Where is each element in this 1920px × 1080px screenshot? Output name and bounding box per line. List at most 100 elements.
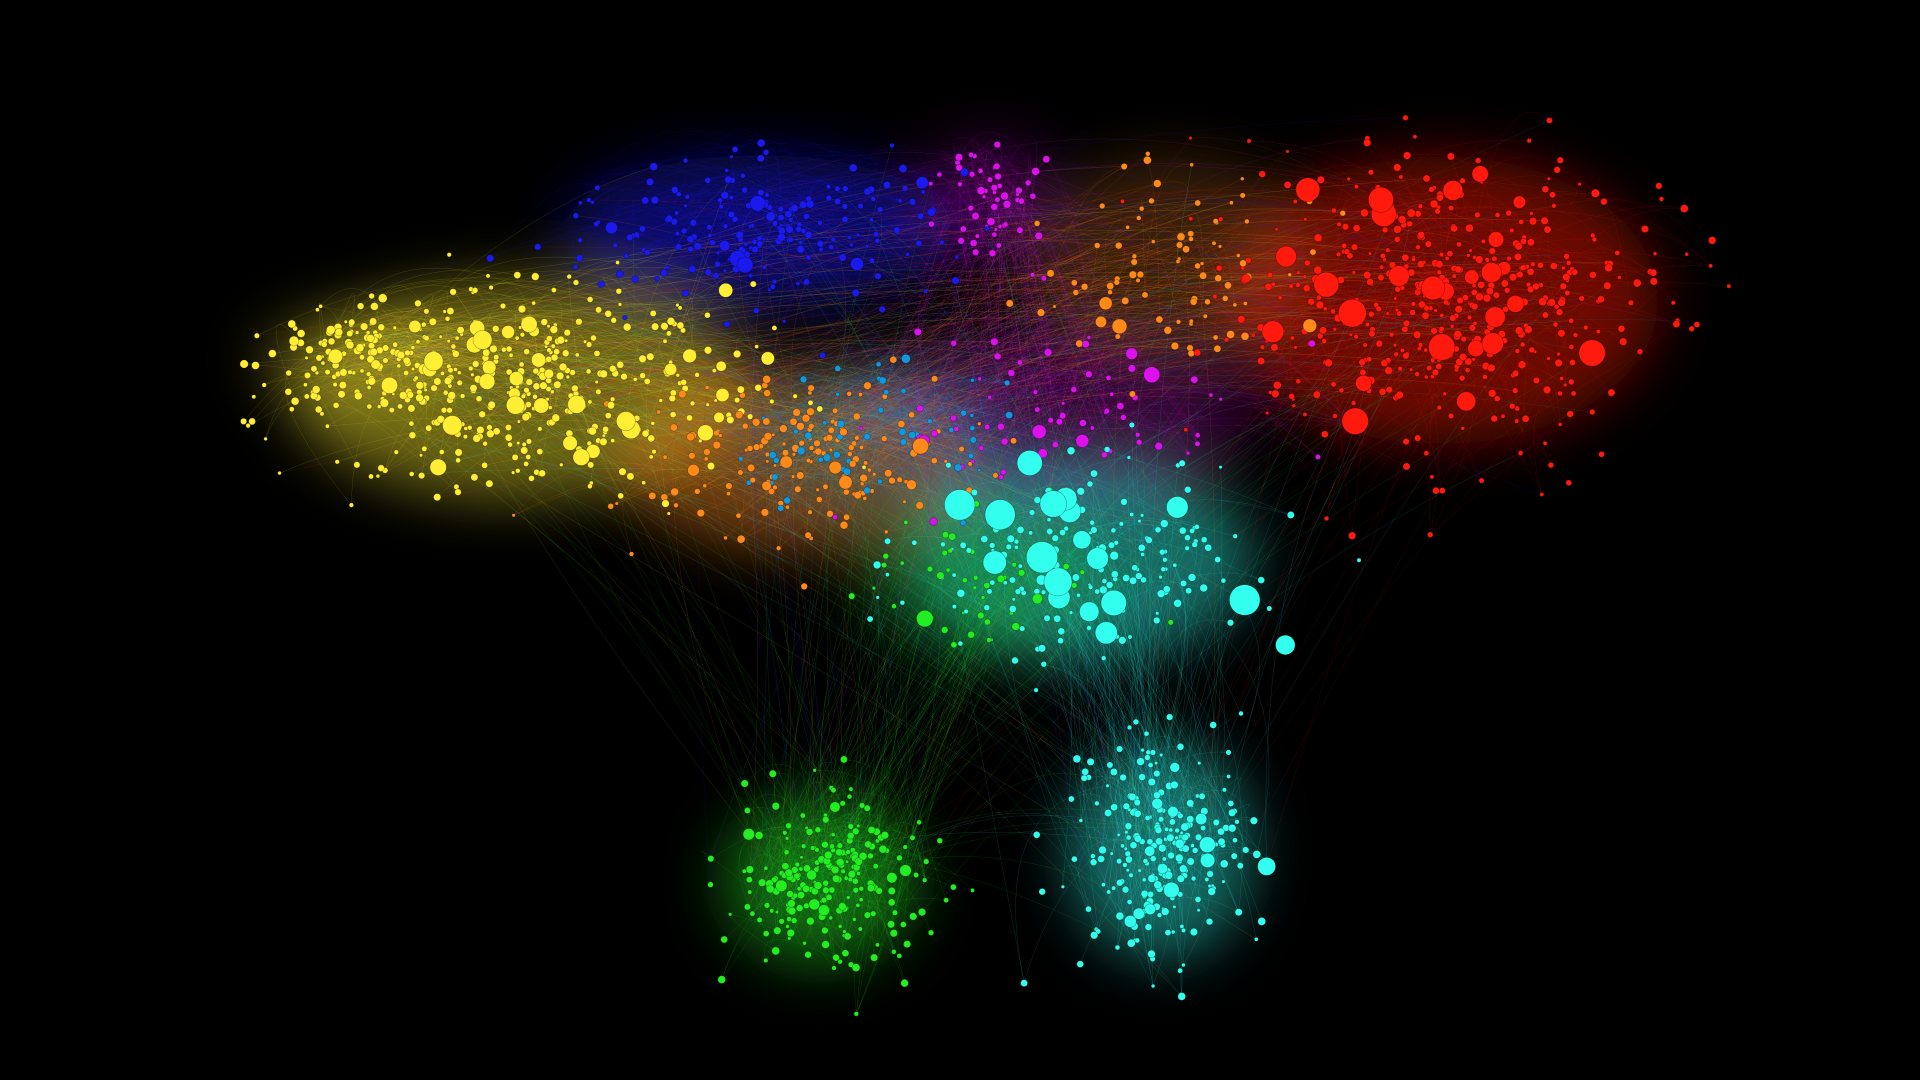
graph-node-yellow [455,457,461,464]
graph-node-red [1607,388,1616,397]
graph-edge [1038,235,1136,398]
graph-node-green [743,903,751,911]
graph-node-red [1628,299,1634,306]
graph-node-yellow [769,398,775,405]
graph-node-cyan [1105,581,1114,589]
graph-edge [674,215,873,261]
graph-edge [1333,254,1353,536]
graph-edge [785,406,832,451]
graph-node-blue [920,189,926,195]
graph-node-cyan [1180,579,1188,587]
graph-edge [1031,171,1051,421]
graph-node-blue [817,220,823,226]
graph-node-cyan [1174,838,1185,849]
graph-node-sky [1005,411,1013,419]
graph-edge [1029,462,1270,609]
graph-node-green [899,560,905,566]
graph-node-green [1167,619,1174,626]
graph-edge [320,269,518,344]
graph-edge [919,280,956,913]
graph-node-cyan [1057,627,1066,636]
graph-edge [974,155,1313,344]
graph-edge [520,267,1243,411]
graph-node-red [1453,330,1462,339]
graph-node-cyan [899,600,906,606]
graph-edge [938,166,1125,432]
graph-node-sky [969,436,977,444]
graph-node-blue [954,254,959,260]
graph-edge [742,391,851,455]
graph-node-blue [762,265,767,270]
graph-node-magenta [993,227,998,232]
graph-node-yellow [303,393,310,400]
graph-node-red [1551,203,1557,209]
graph-edge [878,364,966,509]
graph-edge [716,286,1085,446]
graph-node-cyan [1057,637,1064,645]
graph-node-orange [1106,282,1115,290]
graph-node-green [806,869,817,881]
graph-node-yellow [486,429,495,438]
graph-node-yellow [475,395,483,403]
graph-node-red [1617,325,1626,333]
graph-node-yellow [546,324,551,329]
graph-edge [783,417,799,450]
graph-node-cyan [1133,798,1141,807]
graph-edge [849,391,914,454]
graph-node-blue [825,194,832,202]
graph-node-green [887,920,895,929]
graph-node-cyan [980,535,989,543]
graph-node-yellow [415,381,425,390]
graph-node-orange [1244,218,1250,225]
graph-node-blue [927,208,936,217]
graph-node-red [1413,330,1422,339]
graph-node-red [1435,260,1444,269]
graph-node-red [1547,461,1555,469]
graph-node-green [717,975,726,984]
graph-edge [1021,465,1178,629]
graph-edge [997,199,1111,452]
graph-node-green [832,874,841,883]
graph-edge [1191,580,1224,845]
graph-node-red [1351,270,1356,275]
graph-edge [973,209,1016,244]
graph-node-blue [707,233,713,238]
graph-edge [792,456,920,506]
graph-node-sky [967,452,974,459]
graph-edge [1451,206,1524,274]
graph-node-red [1477,281,1486,289]
graph-node-magenta [928,220,935,228]
graph-node-green [808,898,821,911]
graph-node-cyan [1162,557,1168,563]
graph-edge [891,773,1089,903]
graph-node-yellow [366,334,375,343]
graph-node-red [1532,282,1540,291]
graph-edge [857,298,1195,496]
graph-node-magenta [984,424,991,431]
graph-node-red [1514,418,1520,424]
graph-node-yellow [514,335,520,341]
graph-node-yellow [486,424,493,431]
graph-node-blue [534,243,542,251]
graph-node-cyan [1019,625,1026,632]
graph-edge [616,334,1231,504]
graph-node-yellow [442,309,447,314]
graph-node-red [1542,385,1552,395]
graph-node-red [1332,327,1337,332]
graph-node-blue [681,289,690,297]
graph-node-green [813,881,823,890]
graph-node-cyan [1266,605,1273,612]
graph-node-yellow [746,413,754,420]
graph-edge [986,277,1053,428]
graph-node-sky [927,418,933,425]
graph-edge [959,168,986,192]
graph-edge [749,552,945,893]
graph-edge [861,447,920,506]
graph-edge [910,263,1244,453]
graph-edge [768,483,832,788]
graph-node-green [821,840,829,849]
graph-node-blue [622,314,628,321]
graph-edge [869,457,1129,620]
graph-node-cyan [1172,904,1177,909]
graph-edge [456,244,844,339]
